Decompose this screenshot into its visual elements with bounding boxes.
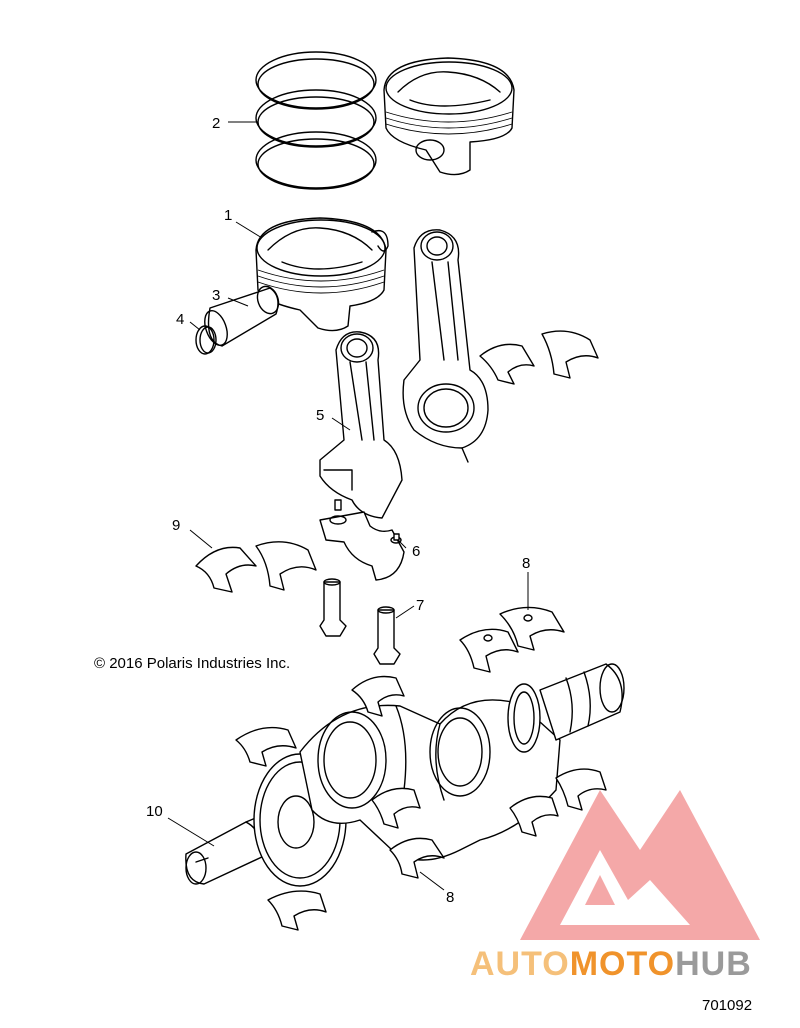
callout-6: 6 xyxy=(412,543,420,560)
callout-3: 3 xyxy=(212,287,220,304)
callout-4: 4 xyxy=(176,311,184,328)
connecting-rod-right xyxy=(402,229,489,463)
piston-rings xyxy=(255,51,377,190)
rod-cap xyxy=(319,499,405,581)
bearing-shells-9 xyxy=(195,541,317,593)
callout-7: 7 xyxy=(416,597,424,614)
callout-2: 2 xyxy=(212,115,220,132)
piston-1 xyxy=(255,217,389,332)
piston-pin xyxy=(204,285,280,347)
connecting-rod-5 xyxy=(319,331,403,519)
watermark-logo-icon xyxy=(520,790,760,940)
callouts: 2 1 3 4 5 6 7 8 8 9 10 xyxy=(146,115,530,906)
circlip xyxy=(195,325,217,355)
watermark-moto: MOTO xyxy=(570,945,675,983)
callout-8-upper: 8 xyxy=(522,555,530,572)
callout-8-lower: 8 xyxy=(446,889,454,906)
callout-5: 5 xyxy=(316,407,324,424)
main-bearing-shells-upper xyxy=(459,606,565,673)
diagram-number: 701092 xyxy=(702,997,752,1014)
crankshaft xyxy=(185,663,625,887)
callout-10: 10 xyxy=(146,803,163,820)
watermark-hub: HUB xyxy=(675,945,752,983)
piston-upper xyxy=(383,57,515,176)
callout-1: 1 xyxy=(224,207,232,224)
watermark-text: AUTOMOTOHUB xyxy=(470,945,752,983)
watermark-auto: AUTO xyxy=(470,945,570,983)
leader-lines xyxy=(167,121,529,891)
main-bearing-shells-crank xyxy=(235,675,607,931)
callout-9: 9 xyxy=(172,517,180,534)
bearing-shells-right xyxy=(479,330,599,385)
copyright-text: © 2016 Polaris Industries Inc. xyxy=(94,655,290,672)
rod-bolts xyxy=(319,578,401,665)
